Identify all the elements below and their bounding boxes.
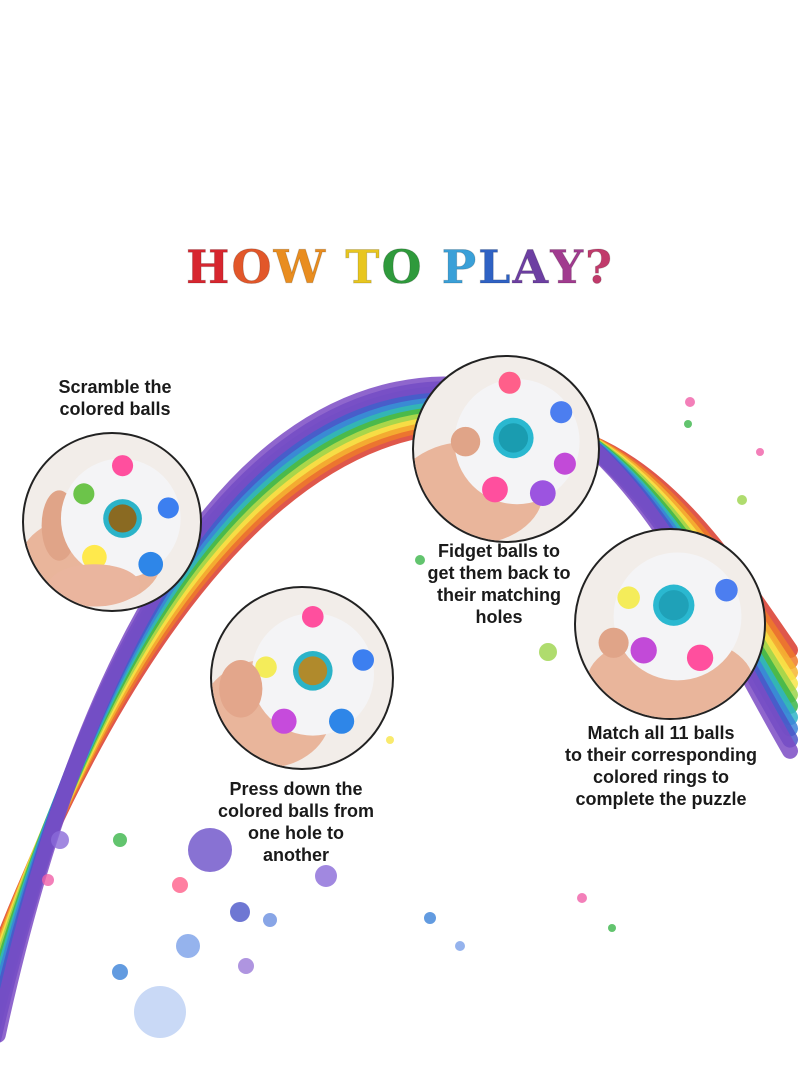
step-line: Scramble the [58, 377, 172, 397]
step-scramble-photo [22, 432, 202, 612]
puzzle-ball-image [587, 552, 753, 718]
paint-dot [315, 865, 337, 887]
step-line: colored balls [59, 399, 171, 419]
step-fidget-photo [412, 355, 600, 543]
step-line: their matching [436, 585, 561, 605]
title-letter: A [512, 240, 551, 295]
paint-dot [577, 893, 587, 903]
title-letter [424, 240, 442, 294]
paint-dot [455, 941, 465, 951]
step-line: get them back to [427, 563, 571, 583]
title-letter: L [478, 240, 513, 295]
step-line: complete the puzzle [575, 789, 747, 809]
paint-dot [238, 958, 254, 974]
step-scramble-text: Scramble the colored balls [30, 376, 200, 420]
step-line: colored rings to [592, 767, 729, 787]
page-title: HOW TO PLAY? [0, 240, 800, 295]
title-letter: O [381, 240, 424, 295]
step-fidget-text: Fidget balls to get them back to their m… [406, 540, 592, 628]
paint-dot [188, 828, 232, 872]
step-line: Press down the [229, 779, 363, 799]
step-match-photo [574, 528, 766, 720]
title-letter: P [441, 240, 479, 295]
puzzle-ball-image [24, 455, 181, 607]
paint-dot [176, 934, 200, 958]
step-line: Match all 11 balls [587, 723, 735, 743]
paint-dot [608, 924, 616, 932]
title-letter: O [231, 240, 274, 295]
title-letter [327, 240, 345, 294]
paint-dot [684, 420, 692, 428]
puzzle-ball-image [414, 371, 580, 541]
puzzle-ball-image [212, 606, 374, 768]
step-line: colored balls from [217, 801, 375, 821]
paint-dot [134, 986, 186, 1038]
title-letter: ? [585, 240, 614, 295]
paint-dot [42, 874, 54, 886]
title-letter: T [345, 240, 382, 295]
title-letter: H [185, 240, 232, 295]
title-letter: W [273, 240, 328, 295]
step-line: to their corresponding [564, 745, 757, 765]
step-line: one hole to [248, 823, 344, 843]
paint-dot [737, 495, 747, 505]
step-line: Fidget balls to [437, 541, 560, 561]
step-line: another [262, 845, 329, 865]
paint-dot [415, 555, 425, 565]
paint-dot [756, 448, 764, 456]
paint-dot [112, 964, 128, 980]
paint-dot [539, 643, 557, 661]
paint-dot [172, 877, 188, 893]
paint-dot [230, 902, 250, 922]
paint-dot [386, 736, 394, 744]
paint-dot [263, 913, 277, 927]
step-match-text: Match all 11 balls to their correspondin… [536, 722, 786, 810]
title-letter: Y [550, 240, 586, 295]
step-press-text: Press down the colored balls from one ho… [196, 778, 396, 866]
step-press-photo [210, 586, 394, 770]
paint-dot [51, 831, 69, 849]
paint-dot [685, 397, 695, 407]
step-line: holes [475, 607, 523, 627]
paint-dot [424, 912, 436, 924]
paint-dot [113, 833, 127, 847]
